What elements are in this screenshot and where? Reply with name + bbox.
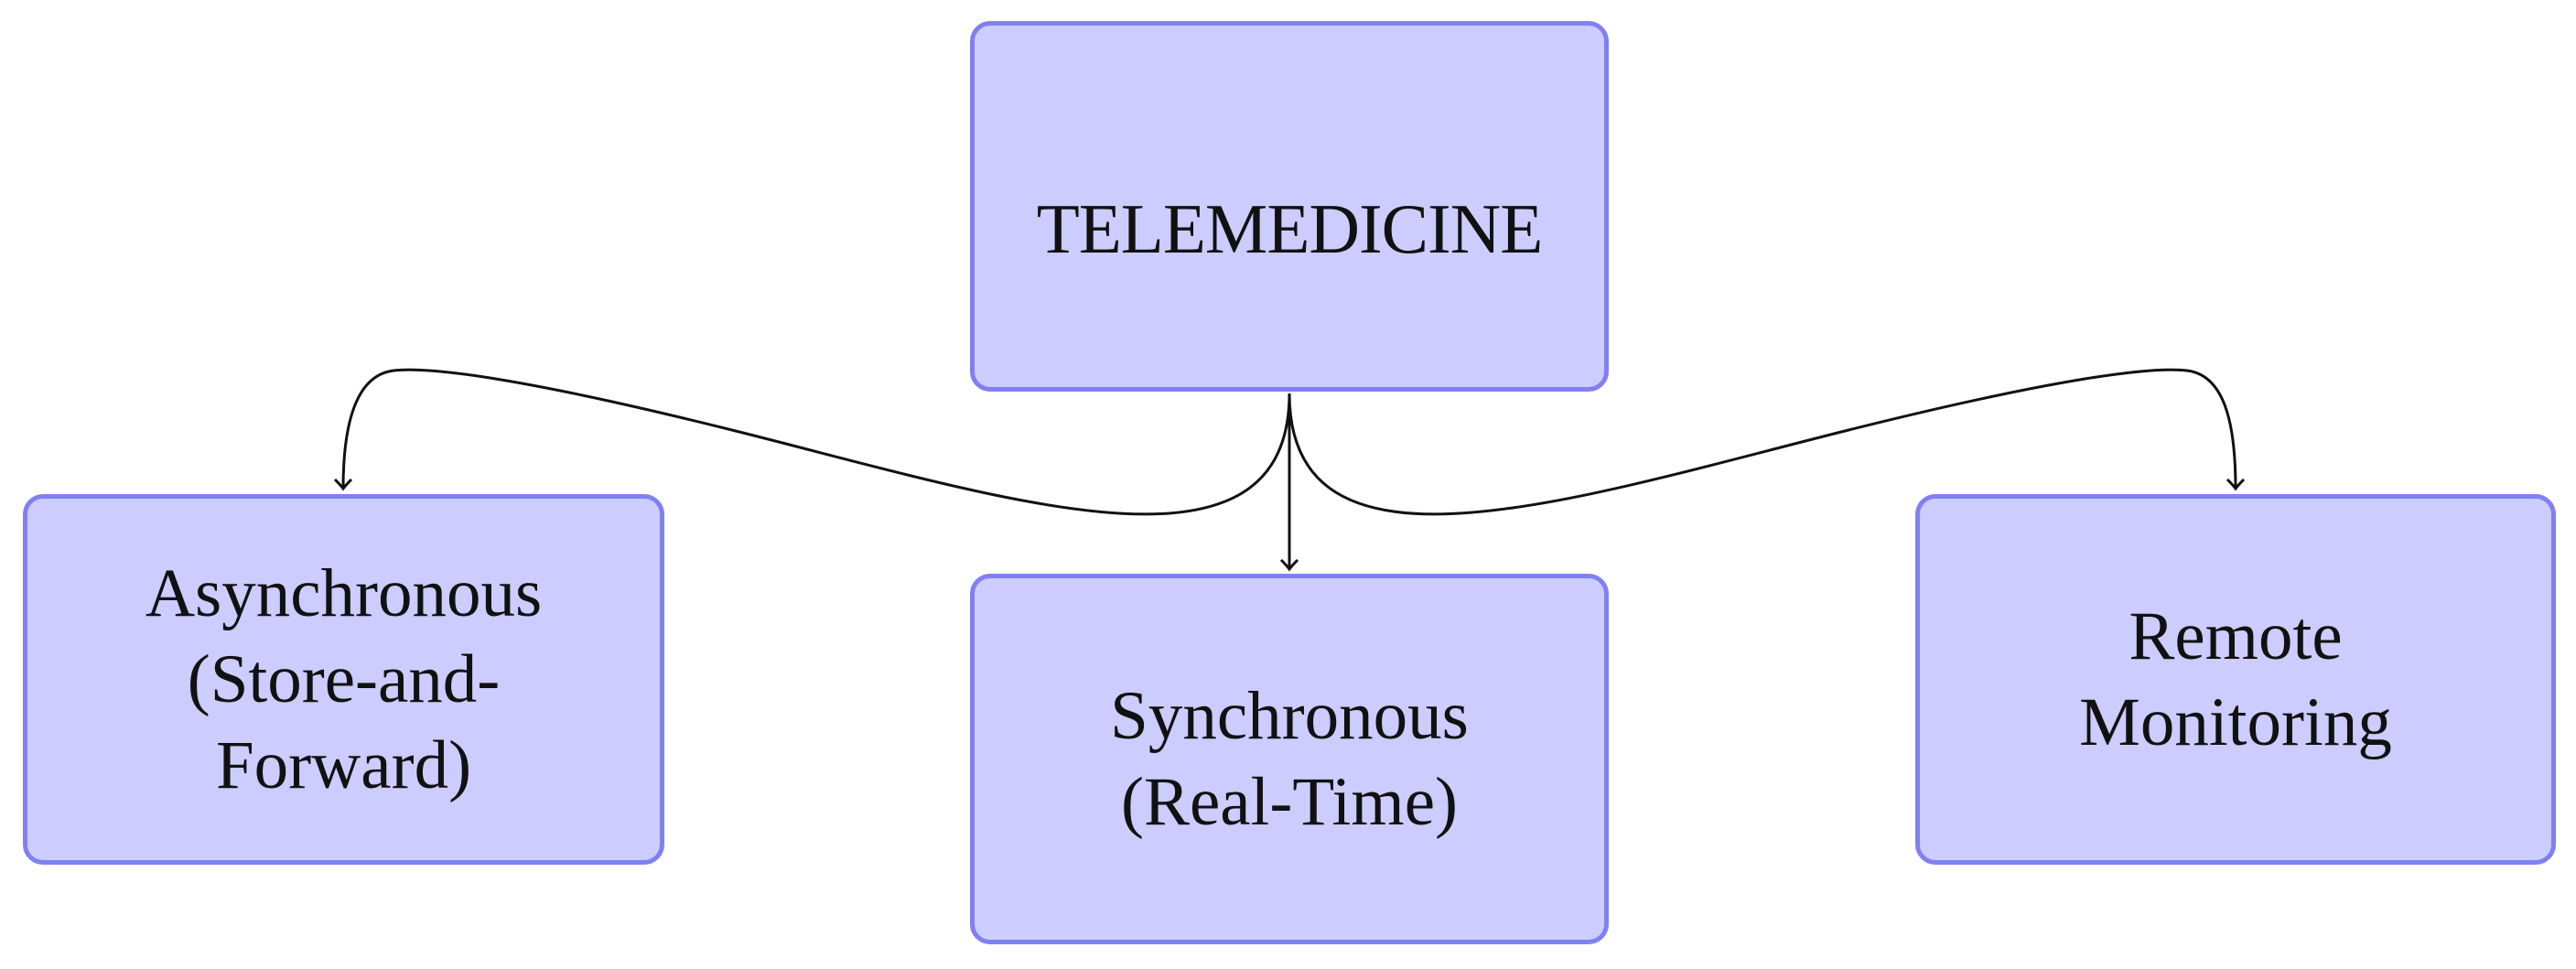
node-asynchronous-line-2: (Store-and-: [187, 641, 501, 717]
node-synchronous: Synchronous (Real-Time): [970, 574, 1609, 944]
node-telemedicine: TELEMEDICINE: [970, 21, 1609, 392]
node-remote-monitoring-text: Remote Monitoring: [2079, 594, 2392, 766]
node-synchronous-line-1: Synchronous: [1110, 677, 1469, 754]
node-remote-monitoring-line-1: Remote: [2129, 598, 2343, 674]
node-telemedicine-label: TELEMEDICINE: [1036, 189, 1544, 268]
node-remote-monitoring-line-2: Monitoring: [2079, 684, 2392, 760]
edge-root-to-asynchronous: [343, 368, 1291, 516]
node-asynchronous-line-3: Forward): [215, 727, 472, 803]
node-asynchronous-line-1: Asynchronous: [145, 554, 543, 631]
node-asynchronous-text: Asynchronous (Store-and- Forward): [146, 551, 542, 809]
node-remote-monitoring: Remote Monitoring: [1915, 494, 2556, 865]
node-asynchronous: Asynchronous (Store-and- Forward): [23, 494, 664, 865]
edge-root-to-remote-monitoring: [1288, 368, 2236, 516]
node-synchronous-text: Synchronous (Real-Time): [1110, 673, 1469, 845]
node-synchronous-line-2: (Real-Time): [1120, 763, 1458, 840]
